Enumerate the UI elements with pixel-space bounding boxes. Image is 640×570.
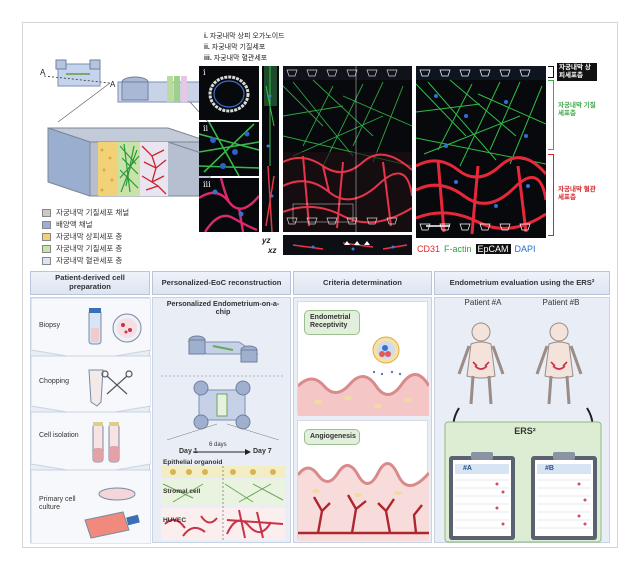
layer-label-epithelial: Epithelial organoid [163,459,223,466]
micrograph-confocal-channel [283,66,412,232]
stain-legend: CD31 F-actin EpCAM DAPI [417,242,536,255]
section-label-left: A [40,68,46,77]
ers-card-b-label: #B [545,465,554,472]
axis-label-xz: xz [268,246,277,255]
day-start-label: Day 1 [179,448,198,455]
chip-title: Personalized Endometrium-on-a-chip [166,299,280,317]
stain-f-actin: F-actin [444,243,472,254]
legend-item: 자궁내막 기질세포 채널 [42,207,129,218]
micrograph-confocal-composite [416,66,546,238]
criteria-tag-angiogenesis: Angiogenesis [304,429,360,446]
criteria-column: Endometrial Receptivity Angiogenesis [293,297,432,543]
legend-swatch [42,256,51,265]
step-label-cell-isolation: Cell isolation [39,432,79,439]
step-label-biopsy: Biopsy [39,322,61,329]
ers-card-a-label: #A [463,465,472,472]
stain-cd31: CD31 [417,243,441,254]
inset-label: i [203,68,206,77]
layer-label-vascular: 자궁내막 혈관세포층 [558,186,596,202]
micrograph-inset-organoid: i [199,66,259,120]
layer-label-epithelial: 자궁내막 상피세포층 [557,63,597,81]
step-label-chopping: Chopping [39,378,69,385]
stage-banner-evaluation: Endometrium evaluation using the ERS² [434,271,610,295]
micrograph-inset-stromal: ii [199,122,259,176]
layer-label-stromal: 자궁내막 기질세포층 [558,102,596,118]
evaluation-column: Patient #A Patient #B ERS² #A #B [434,297,610,543]
criteria-tag-receptivity: Endometrial Receptivity [304,310,360,335]
section-label-right: A [110,80,116,89]
bracket-stromal [548,80,554,150]
stage-banner-reconstruction: Personalized-EoC reconstruction [152,271,291,295]
legend-list-item: i. 자궁내막 상피 오가노이드 [204,33,285,40]
stage-banner-criteria: Criteria determination [293,271,432,295]
bracket-epithelial [548,66,554,78]
ers-title: ERS² [514,426,536,436]
legend-item: 자궁내막 혈관세포 층 [42,255,122,266]
preparation-column: Biopsy Chopping Cell isolation Primary c… [30,297,151,544]
inset-label: iii [203,180,211,189]
patient-label-b: Patient #B [542,298,580,307]
legend-swatch [42,232,51,241]
legend-item: 배양액 채널 [42,219,93,230]
micrograph-yz-projection [262,66,279,232]
legend-swatch [42,244,51,253]
legend-swatch [42,208,51,217]
stain-dapi: DAPI [514,243,536,254]
duration-label: 6 days [209,442,227,448]
step-label-primary-culture: Primary cell culture [39,496,76,512]
reconstruction-column: Personalized Endometrium-on-a-chip [152,297,291,543]
micrograph-xz-projection [283,235,412,255]
angiogenesis-panel: Angiogenesis [297,420,429,541]
bracket-vascular [548,154,554,236]
axis-label-yz: yz [262,236,271,245]
legend-item: 자궁내막 기질세포 층 [42,243,122,254]
stain-epcam: EpCAM [475,243,511,254]
stage-banner-preparation: Patient-derived cell preparation [30,271,150,295]
layer-label-stromal: Stromal cell [163,488,201,495]
patient-label-a: Patient #A [464,298,502,307]
inset-label: ii [203,124,209,133]
micrograph-inset-vascular: iii [199,178,259,232]
legend-list-item: iii. 자궁내막 혈관세포 [204,55,268,62]
legend-list-item: ii. 자궁내막 기질세포 [204,44,266,51]
legend-swatch [42,220,51,229]
day-end-label: Day 7 [253,448,272,455]
legend-item: 자궁내막 상피세포 층 [42,231,122,242]
receptivity-panel: Endometrial Receptivity [297,301,429,416]
layer-label-huvec: HUVEC [163,517,187,524]
